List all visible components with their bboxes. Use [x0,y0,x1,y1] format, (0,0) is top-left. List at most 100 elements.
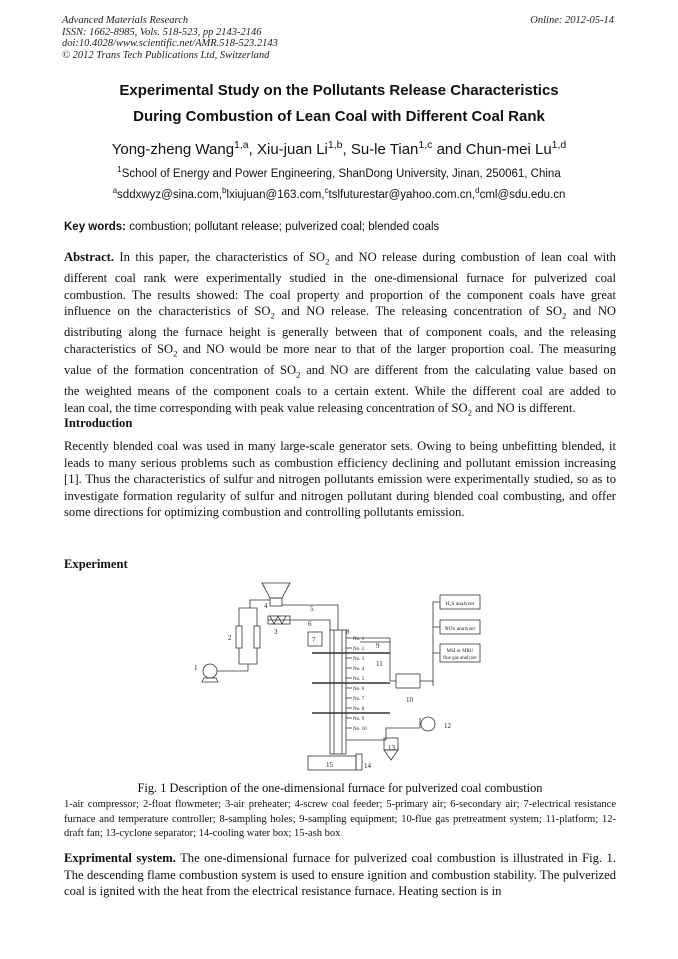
experiment-heading: Experiment [64,557,128,571]
abstract-line: lean coal, the time corresponding with p… [64,400,616,421]
keywords-text: combustion; pollutant release; pulverize… [129,221,440,233]
pretreatment-box [395,673,421,689]
flowmeter-b [253,625,261,649]
author-sup: 1,b [327,139,343,151]
h2s-analyzer-label: H₂S analyzer [446,601,475,607]
abstract-line: characteristics of SO2 and NO would be m… [64,341,616,362]
abstract-line: combustion. The results showed: The coal… [64,287,616,302]
affiliation-text: School of Energy and Power Engineering, … [121,167,561,180]
author-sup: 1,a [234,139,249,151]
email-sup: a [112,186,118,195]
email-address: tslfuturestar@yahoo.com.cn [328,188,472,201]
cyclone-cone [383,749,399,761]
email-address: cml@sdu.edu.cn [479,188,566,201]
experimental-system-text: The one-dimensional furnace for pulveriz… [64,851,617,899]
abstract-text: and NO release during combustion of lean… [329,250,616,264]
label-number: 10 [406,696,414,704]
subscript: 2 [173,348,178,359]
coal-hopper [261,582,291,599]
subscript: 2 [296,369,301,380]
hole-label: No. 1 [353,637,365,642]
electrical-furnace [307,631,323,647]
abstract-text: and NO is different. [471,400,576,415]
analyzer-bus [432,601,440,654]
journal-copyright: © 2012 Trans Tech Publications Ltd, Swit… [62,49,270,61]
author-name: Xiu-juan Li [257,141,328,158]
compressor-base [201,677,219,683]
feeder-pipe [282,604,339,630]
introduction-heading: Introduction [64,416,133,430]
hole-label: No. 8 [353,707,365,712]
email-sup: b [222,186,227,195]
online-date: Online: 2012-05-14 [530,15,614,26]
label-number: 6 [308,620,312,628]
abstract-line: value of the formation concentration of … [64,362,616,383]
abstract-text: and NO would be more near to that of the… [177,342,616,356]
email-address: sddxwyz@sina.com [117,188,219,201]
air-preheater [267,615,291,625]
introduction-paragraph: Recently blended coal was used in many l… [64,439,616,520]
author-sup: 1,d [551,139,567,151]
email-sup: c [324,186,329,195]
platforms [312,641,390,714]
furnace-column [329,629,347,755]
sampling-probe [352,637,391,681]
abstract-text: value of the formation concentration of … [64,363,297,378]
paper-title: Experimental Study on the Pollutants Rel… [40,78,638,130]
abstract-text: and NO [566,304,617,319]
label-number: 3 [274,628,278,636]
email-sup: d [475,186,480,195]
hole-label: No. 5 [353,677,365,682]
title-line-2: During Combustion of Lean Coal with Diff… [133,108,545,125]
experimental-system-label: Exprimental system. [64,851,176,865]
secondary-air-pipe [268,619,331,630]
abstract-text: In this paper, the characteristics of SO [119,250,326,264]
keywords-label: Key words: [64,221,126,233]
abstract-text: characteristics of SO [64,342,174,356]
label-number: 1 [194,664,198,672]
figure-caption: Fig. 1 Description of the one-dimensiona… [137,781,543,795]
label-number: 7 [312,636,316,644]
affiliation-sup: 1 [117,165,122,174]
affiliation: 1School of Energy and Power Engineering,… [40,165,638,180]
abstract-text: lean coal, the time corresponding with p… [64,400,468,415]
label-number: 13 [388,744,396,752]
keywords: Key words: combustion; pollutant release… [64,221,616,233]
abstract-line: Abstract. In this paper, the characteris… [64,249,616,270]
primary-air-pipe [249,599,270,608]
author-sup: 1,c [418,139,433,151]
author-list: Yong-zheng Wang1,a, Xiu-juan Li1,b, Su-l… [111,139,567,158]
flowmeter-link [238,607,258,626]
journal-header: Advanced Materials Research ISSN: 1662-8… [62,15,278,61]
email-address: lxiujuan@163.com [226,188,322,201]
email-list: asddxwyz@sina.com,blxiujuan@163.com,ctsl… [112,186,566,201]
flue-gas-analyzer-label-2: flue gas analyzer [443,656,477,661]
journal-doi: doi:10.4028/www.scientific.net/AMR.518-5… [62,38,278,49]
label-number: 11 [376,660,383,668]
subscript: 2 [562,310,567,321]
author-name: Yong-zheng Wang [111,141,235,158]
hole-label: No. 9 [353,717,365,722]
abstract-line: the weighted means of the component coal… [64,384,616,399]
flowmeter-bottom [238,648,258,665]
nox-analyzer-label: NOx analyzer [445,626,476,632]
flue-duct [346,718,421,741]
subscript: 2 [270,310,275,321]
journal-name: Advanced Materials Research [62,15,189,26]
label-number: 2 [228,634,232,642]
abstract-line: influence on the characteristics of SO2 … [64,303,616,324]
label-number: 15 [326,761,334,769]
flowmeter-a [235,625,243,649]
screw-feeder [269,597,283,607]
label-number: 9 [376,642,380,650]
preheater-coil [269,615,287,625]
label-number: 12 [444,722,452,730]
flue-gas-analyzer-label-1: MSI or MRU [447,649,474,654]
air-compressor [202,663,218,679]
abstract-label: Abstract. [64,250,115,264]
title-line-1: Experimental Study on the Pollutants Rel… [119,82,559,99]
label-number: 8 [346,628,350,636]
hole-label: No. 4 [353,667,365,672]
hole-label: No. 2 [353,647,365,652]
